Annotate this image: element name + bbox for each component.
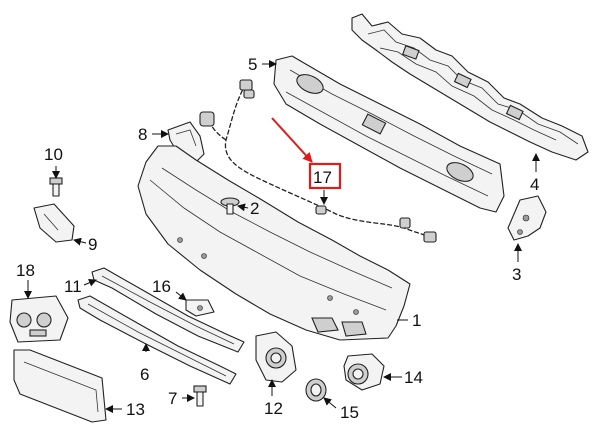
side-bracket-part-9: [33, 203, 75, 243]
leader-15: [323, 397, 337, 409]
callout-11: 11: [64, 277, 82, 296]
leader-9: [73, 237, 87, 246]
highlight-arrow: [271, 117, 313, 163]
callout-18: 18: [16, 261, 35, 280]
callout-13: 13: [126, 400, 145, 419]
bolt-part-7: [193, 385, 207, 407]
callout-3: 3: [512, 265, 521, 284]
callout-1: 1: [412, 311, 421, 330]
callout-17: 17: [313, 168, 332, 187]
callout-12: 12: [264, 399, 283, 418]
callout-4: 4: [530, 175, 539, 194]
callout-7: 7: [168, 389, 177, 408]
callout-14: 14: [404, 368, 423, 387]
callout-16: 16: [152, 277, 171, 296]
callout-labels: 1 2 3 4 5 6 7 8 9 10 11 12 13 14 15 16 1…: [16, 55, 539, 422]
grille-strip-part-11: [91, 267, 245, 353]
leader-lines: [24, 60, 540, 413]
callout-6: 6: [140, 365, 149, 384]
screw-part-10: [49, 177, 63, 197]
callout-9: 9: [88, 235, 97, 254]
highlight-box: [308, 162, 342, 190]
reinforcement-bar-part-4: [351, 13, 589, 161]
grille-strip-part-6: [77, 295, 237, 385]
parking-sensor-part-14: [343, 353, 385, 391]
leader-11: [83, 279, 97, 287]
sensor-housing-part-12: [255, 331, 297, 383]
bracket-part-16: [185, 299, 215, 317]
bumper-cover-part-1: [137, 145, 411, 341]
bracket-part-3: [507, 195, 547, 241]
callout-5: 5: [248, 55, 257, 74]
leader-2: [237, 203, 249, 212]
callout-15: 15: [340, 403, 359, 422]
leader-16: [175, 291, 187, 301]
clip-part-2: [220, 197, 240, 215]
wiring-harness-part-17: [199, 79, 437, 243]
grommet-part-15: [305, 378, 327, 402]
callout-8: 8: [138, 125, 147, 144]
license-bracket-part-13: [13, 349, 107, 423]
callout-10: 10: [44, 145, 63, 164]
switch-panel-part-18: [9, 295, 69, 343]
bumper-beam-part-5: [273, 55, 505, 213]
callout-2: 2: [250, 199, 259, 218]
